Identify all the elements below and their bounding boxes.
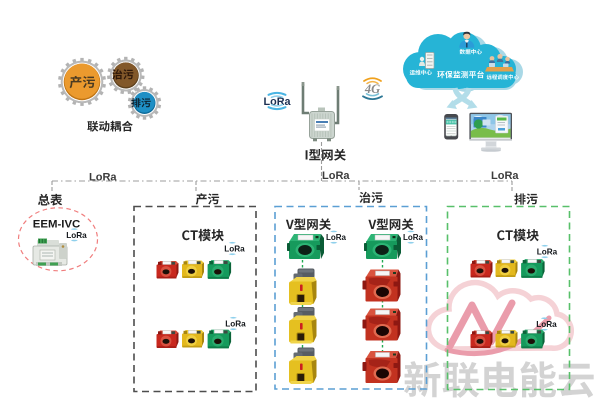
svg-text:4G: 4G [364, 82, 380, 96]
svg-text:LoRa: LoRa [224, 245, 245, 254]
svg-text:LoRa: LoRa [322, 170, 350, 182]
svg-text:EEM-IVC: EEM-IVC [33, 219, 80, 231]
svg-text:LoRa: LoRa [66, 231, 87, 240]
svg-text:LoRa: LoRa [264, 96, 292, 108]
svg-text:LoRa: LoRa [403, 233, 424, 242]
svg-text:LoRa: LoRa [89, 172, 117, 184]
svg-text:LoRa: LoRa [536, 320, 557, 329]
svg-text:LoRa: LoRa [225, 320, 246, 329]
svg-text:LoRa: LoRa [326, 233, 347, 242]
svg-text:LoRa: LoRa [491, 170, 519, 182]
svg-text:LoRa: LoRa [537, 248, 558, 257]
